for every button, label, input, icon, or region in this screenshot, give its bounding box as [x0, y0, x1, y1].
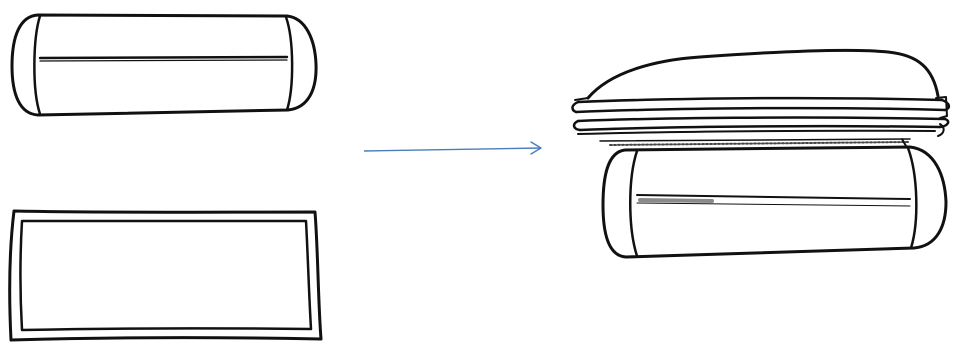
- arrow-right: [363, 141, 542, 155]
- bolster-cushion: [10, 13, 318, 117]
- rectangular-pad: [8, 209, 323, 342]
- attachment-strip: [599, 138, 911, 147]
- assembled-cushion: [571, 48, 951, 259]
- assembled-bolster: [601, 145, 948, 259]
- assembled-pad: [571, 48, 951, 137]
